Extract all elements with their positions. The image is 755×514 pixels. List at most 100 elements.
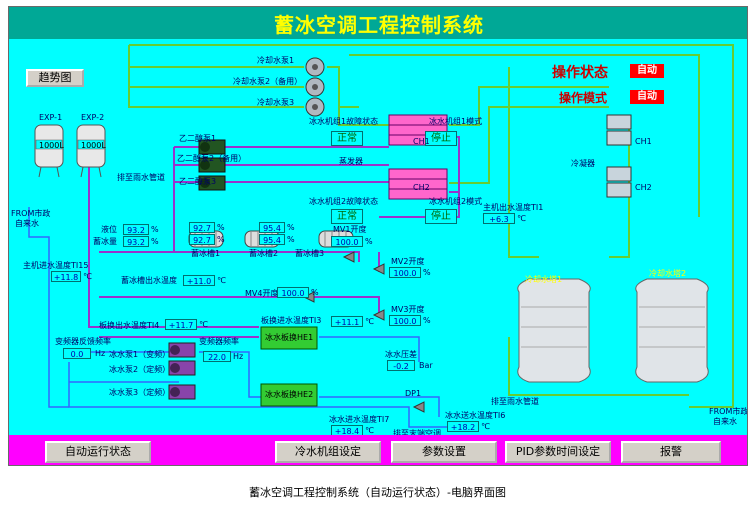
dp1-label: DP1 xyxy=(405,389,422,398)
pipe-he2-out xyxy=(319,396,440,417)
ti15-label: 主机进水温度TI15 xyxy=(23,261,89,270)
pressure-diff-value: -0.2 xyxy=(387,360,415,371)
level-2-value: 92.7 xyxy=(189,222,215,233)
tower1-label: 冷却水塔1 xyxy=(525,275,563,284)
trend-button[interactable]: 趋势图 xyxy=(26,69,84,87)
glycol-pump-2-icon xyxy=(198,157,226,173)
mv2-label: MV2开度 xyxy=(391,257,425,266)
ice-storage-label: 蓄冰量 xyxy=(93,237,117,246)
vfd-freq-value: 22.0 xyxy=(203,351,231,362)
chiller2-fault-status: 正常 xyxy=(331,209,363,224)
pressure-diff-label: 冰水压差 xyxy=(385,350,417,359)
tower-tap-water-label: 自来水 xyxy=(713,417,737,426)
ti4-unit: ℃ xyxy=(199,320,208,329)
pipe-cond2 xyxy=(449,106,609,184)
valve-dp1-icon xyxy=(412,401,425,413)
pipe-mv3 xyxy=(309,296,380,317)
level-label: 液位 xyxy=(101,225,117,234)
ti15-value: +11.8 xyxy=(51,271,81,282)
title-bar: 蓄冰空调工程控制系统 xyxy=(9,7,747,39)
ice-pump-2-label: 冰水泵2（定频） xyxy=(109,365,171,374)
mv4-label: MV4开度 xyxy=(245,289,279,298)
pressure-diff-unit: Bar xyxy=(419,361,433,370)
ch2-label: CH2 xyxy=(635,183,652,192)
tower-drain-label: 排至雨水管道 xyxy=(491,397,539,406)
mv3-label: MV3开度 xyxy=(391,305,425,314)
valve-mv2-icon xyxy=(372,263,385,275)
ice-pump-1-label: 冰水泵1（变频） xyxy=(109,350,171,359)
storage-1-unit: % xyxy=(151,237,159,246)
pipe-he1-out xyxy=(319,336,420,362)
pipe-city-water xyxy=(28,207,69,408)
cooling-pump-3-icon xyxy=(305,97,325,117)
tank-out-temp-value: +11.0 xyxy=(183,275,215,286)
vfd-freq-label: 变频器频率 xyxy=(199,337,239,346)
mv2-value: 100.0 xyxy=(389,267,421,278)
ti1-label: 主机出水温度TI1 xyxy=(483,203,544,212)
pipe-cooling-return xyxy=(349,54,700,217)
ti1-unit: ℃ xyxy=(517,214,526,223)
glycol-pump-1-label: 乙二醇泵1 xyxy=(179,134,217,143)
chiller-setting-button[interactable]: 冷水机组设定 xyxy=(275,441,381,463)
chiller2-fault-label: 冰水机组2故障状态 xyxy=(309,197,379,206)
cooling-water-pipes xyxy=(128,44,734,408)
ti6-value: +18.2 xyxy=(447,421,479,432)
ti6-unit: ℃ xyxy=(481,422,490,431)
exp2-volume: 1000L xyxy=(81,141,106,150)
expansion-tank-2 xyxy=(76,124,106,178)
vfd-freq-unit: Hz xyxy=(233,352,244,361)
valve-icons xyxy=(302,251,425,413)
mv2-unit: % xyxy=(423,268,431,277)
level-1-value: 93.2 xyxy=(123,224,149,235)
pipe-cond1 xyxy=(449,86,609,126)
tank1-label: 蓄冰槽1 xyxy=(191,249,221,258)
mv3-unit: % xyxy=(423,316,431,325)
condenser-ch1-icon xyxy=(606,114,632,146)
ice-pump-2-icon xyxy=(168,360,196,376)
storage-1-value: 93.2 xyxy=(123,236,149,247)
scada-screen: 蓄冰空调工程控制系统 xyxy=(8,6,748,466)
storage-2-unit: % xyxy=(217,235,225,244)
tank-out-temp-unit: ℃ xyxy=(217,276,226,285)
level-1-unit: % xyxy=(151,225,159,234)
pid-time-button[interactable]: PID参数时间设定 xyxy=(505,441,611,463)
level-2-unit: % xyxy=(217,223,225,232)
ti7-label: 冰水进水温度TI7 xyxy=(329,415,390,424)
vfd-feedback-value: 0.0 xyxy=(63,348,91,359)
expansion-tank-1 xyxy=(34,124,64,178)
operation-mode-value[interactable]: 自动 xyxy=(630,90,664,104)
chiller1-mode-label: 冰水机组1模式 xyxy=(429,117,483,126)
alarm-button[interactable]: 报警 xyxy=(621,441,721,463)
param-setting-button[interactable]: 参数设置 xyxy=(391,441,497,463)
page-title: 蓄冰空调工程控制系统 xyxy=(274,13,484,37)
ti3-label: 板换进水温度TI3 xyxy=(261,316,322,325)
chiller1-mode-status[interactable]: 停止 xyxy=(425,131,457,146)
pipe-tower2-in xyxy=(609,117,630,258)
pipe-cooling-out1 xyxy=(327,66,389,126)
ti7-unit: ℃ xyxy=(365,426,374,435)
operation-status-label: 操作状态 xyxy=(552,65,608,81)
pipe-tower1-in xyxy=(508,67,539,258)
condenser-ch2-icon xyxy=(606,166,632,198)
chiller1-fault-label: 冰水机组1故障状态 xyxy=(309,117,379,126)
tap-water-label: 自来水 xyxy=(15,219,39,228)
ti15-unit: ℃ xyxy=(83,272,92,281)
evaporator-label: 蒸发器 xyxy=(339,157,363,166)
ti3-unit: ℃ xyxy=(365,317,374,326)
exp1-volume: 1000L xyxy=(39,141,64,150)
chiller2-mode-status[interactable]: 停止 xyxy=(425,209,457,224)
mv1-value: 100.0 xyxy=(331,236,363,247)
pipe-cooling-top xyxy=(129,44,734,408)
plate-he1-icon xyxy=(260,326,318,350)
pipe-ice-bottom xyxy=(68,362,449,428)
operation-status-value[interactable]: 自动 xyxy=(630,64,664,78)
auto-run-button[interactable]: 自动运行状态 xyxy=(45,441,151,463)
glycol-pump-2-label: 乙二醇泵2（备用） xyxy=(177,154,247,163)
ice-pump-3-icon xyxy=(168,384,196,400)
ch2-chiller-label: CH2 xyxy=(413,183,430,192)
ch1-label: CH1 xyxy=(635,137,652,146)
bottom-toolbar: 自动运行状态 冷水机组设定 参数设置 PID参数时间设定 报警 xyxy=(9,435,747,465)
valve-mv4-icon xyxy=(302,291,315,303)
tower-from-city-label: FROM市政 xyxy=(709,407,748,416)
ti1-value: +6.3 xyxy=(483,213,515,224)
